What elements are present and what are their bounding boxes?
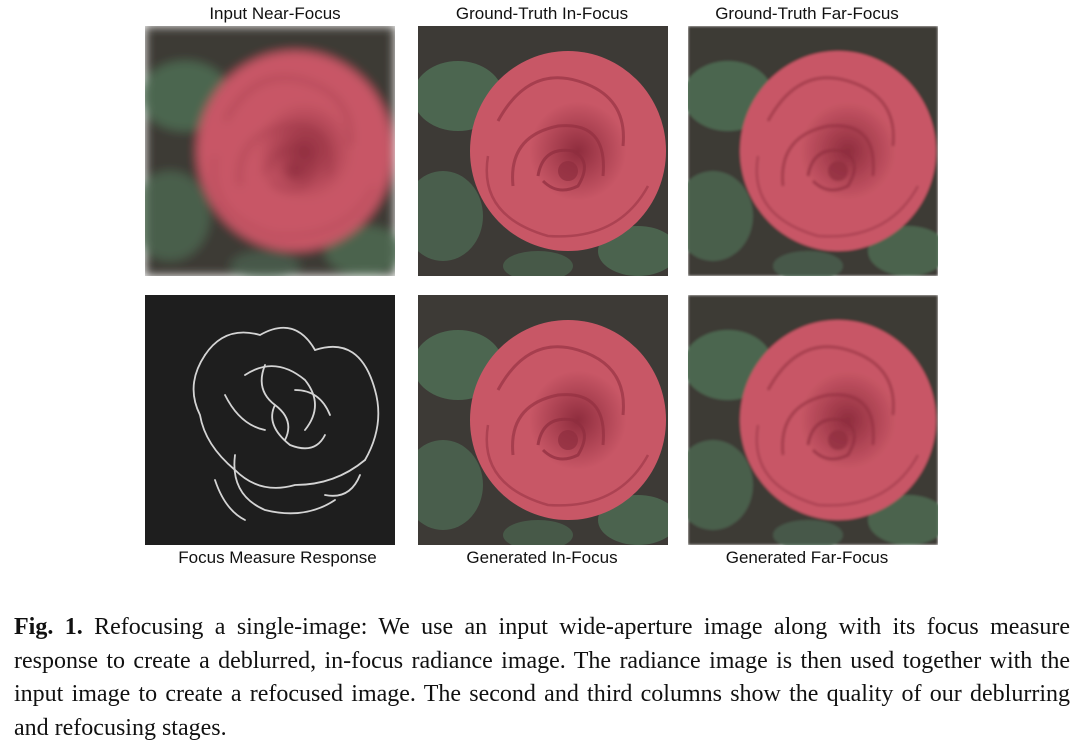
label-focus-measure-response: Focus Measure Response: [178, 548, 377, 567]
label-input-near-focus: Input Near-Focus: [209, 4, 341, 23]
image-focus-measure-response: [145, 295, 395, 545]
image-generated-far-focus: [688, 295, 938, 545]
label-generated-far-focus: Generated Far-Focus: [725, 548, 889, 567]
image-ground-truth-in-focus: [418, 26, 668, 276]
label-ground-truth-in-focus: Ground-Truth In-Focus: [455, 4, 629, 23]
figure-number: Fig. 1.: [14, 614, 83, 640]
image-generated-in-focus: [418, 295, 668, 545]
label-generated-in-focus: Generated In-Focus: [466, 548, 618, 567]
caption-text: Refocusing a single-image: We use an inp…: [14, 614, 1071, 741]
figure-caption: Fig. 1. Refocusing a single-image: We us…: [14, 611, 1070, 745]
image-ground-truth-far-focus: [688, 26, 938, 276]
label-ground-truth-far-focus: Ground-Truth Far-Focus: [715, 4, 899, 23]
image-input-near-focus: [145, 26, 395, 276]
